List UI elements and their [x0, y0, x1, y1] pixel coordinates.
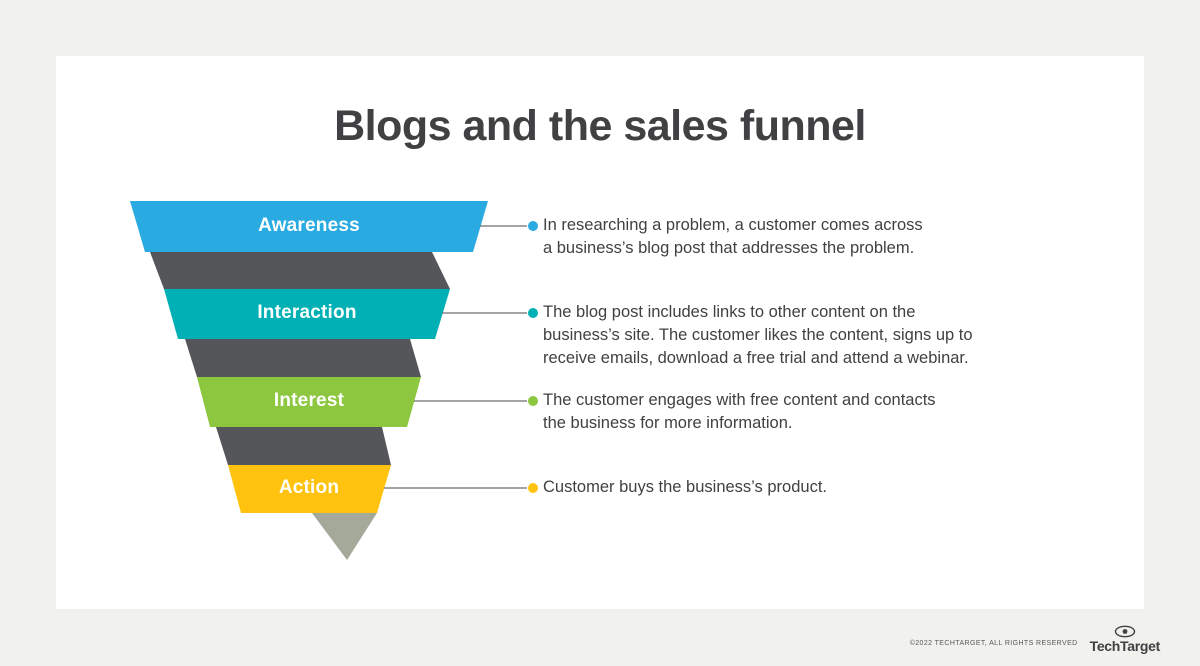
- eye-icon: [1114, 625, 1135, 638]
- stage-description-interest: The customer engages with free content a…: [543, 391, 936, 432]
- funnel-diagram: [130, 201, 538, 560]
- funnel-stage-interest-shape: [197, 377, 421, 427]
- funnel-stage-action-shape: [228, 465, 391, 513]
- stage-label-interest: Interest: [273, 390, 345, 411]
- stage-label-action: Action: [278, 477, 340, 498]
- bullet-dot-awareness: [528, 221, 538, 231]
- stage-description-action: Customer buys the business’s product.: [543, 478, 828, 496]
- brand-logo: TechTarget: [1090, 625, 1160, 654]
- brand-name: TechTarget: [1089, 638, 1161, 654]
- funnel-fold-1: [150, 252, 450, 289]
- stage-label-interaction: Interaction: [257, 302, 357, 323]
- bullet-dot-interest: [528, 396, 538, 406]
- funnel-fold-2: [185, 339, 421, 377]
- funnel-fold-3: [216, 427, 391, 465]
- bullet-dot-action: [528, 483, 538, 493]
- funnel-stage-interaction-shape: [164, 289, 450, 339]
- page-title: Blogs and the sales funnel: [334, 102, 866, 150]
- stage-description-awareness: In researching a problem, a customer com…: [543, 216, 923, 257]
- footer: ©2022 TECHTARGET, ALL RIGHTS RESERVED Te…: [910, 625, 1160, 654]
- funnel-stage-awareness-shape: [130, 201, 488, 252]
- funnel-tail: [312, 513, 377, 560]
- infographic-card: Blogs and the sales funnel Awareness Int…: [56, 56, 1144, 609]
- copyright-text: ©2022 TECHTARGET, ALL RIGHTS RESERVED: [909, 640, 1078, 647]
- stage-description-interaction: The blog post includes links to other co…: [543, 303, 973, 367]
- stage-label-awareness: Awareness: [258, 215, 360, 236]
- bullet-dot-interaction: [528, 308, 538, 318]
